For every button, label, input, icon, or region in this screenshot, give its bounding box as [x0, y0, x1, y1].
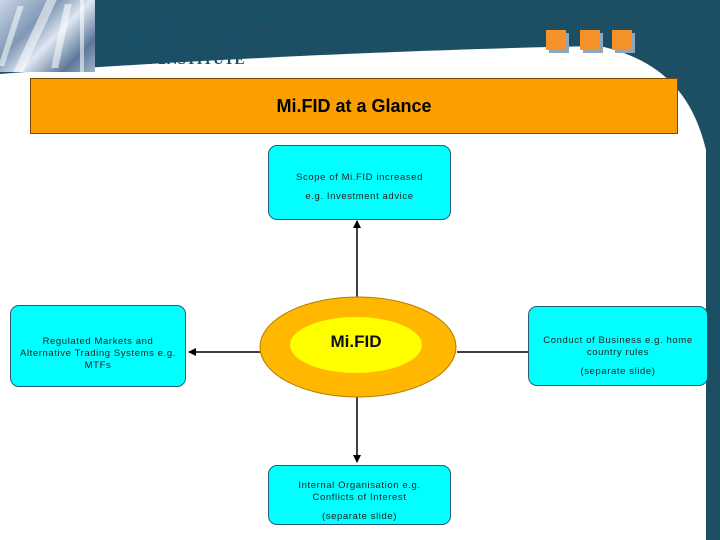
logo-rest: NSTITUTE [166, 52, 245, 68]
node-text: Internal Organisation e.g. [298, 480, 421, 491]
node-scope: Scope of Mi.FID increased e.g. Investmen… [268, 145, 451, 220]
accent-square [580, 30, 600, 50]
logo-text-line-1: SECURITIES& [158, 6, 273, 29]
logo-cap: S [158, 4, 170, 28]
logo-rest: NVESTMENT [166, 32, 265, 48]
logo-rest: ECURITIES [169, 11, 256, 27]
accent-square [546, 30, 566, 50]
center-label: Mi.FID [330, 332, 382, 351]
logo-mark: S [122, 6, 152, 64]
logo-mark-letter: S [127, 20, 147, 50]
node-text: (separate slide) [580, 366, 656, 377]
logo-cap: I [158, 25, 167, 49]
node-text: MTFs [84, 360, 112, 371]
center-ellipse [259, 296, 457, 398]
logo-suffix: & [255, 4, 274, 28]
node-text: Regulated Markets and [42, 336, 154, 347]
node-text: Conduct of Business e.g. home [543, 335, 693, 346]
node-internal-organisation: Internal Organisation e.g. Conflicts of … [268, 465, 451, 525]
logo-text-line-3: INSTITUTE [158, 47, 245, 70]
logo-cap: I [158, 45, 167, 69]
node-text: Conflicts of Interest [312, 492, 407, 503]
node-text: Scope of Mi.FID increased [296, 172, 423, 183]
node-text: e.g. Investment advice [305, 191, 414, 202]
logo-text-line-2: INVESTMENT [158, 27, 264, 50]
accent-square [612, 30, 632, 50]
slide-title: Mi.FID at a Glance [276, 95, 432, 116]
node-text: country rules [586, 347, 650, 358]
slide-title-bar: Mi.FID at a Glance [30, 78, 678, 134]
node-regulated-markets: Regulated Markets and Alternative Tradin… [10, 305, 186, 387]
node-text: Alternative Trading Systems e.g. [20, 348, 176, 359]
node-text: (separate slide) [321, 511, 398, 522]
node-conduct-of-business: Conduct of Business e.g. home country ru… [528, 306, 708, 386]
header-photo [0, 0, 95, 72]
